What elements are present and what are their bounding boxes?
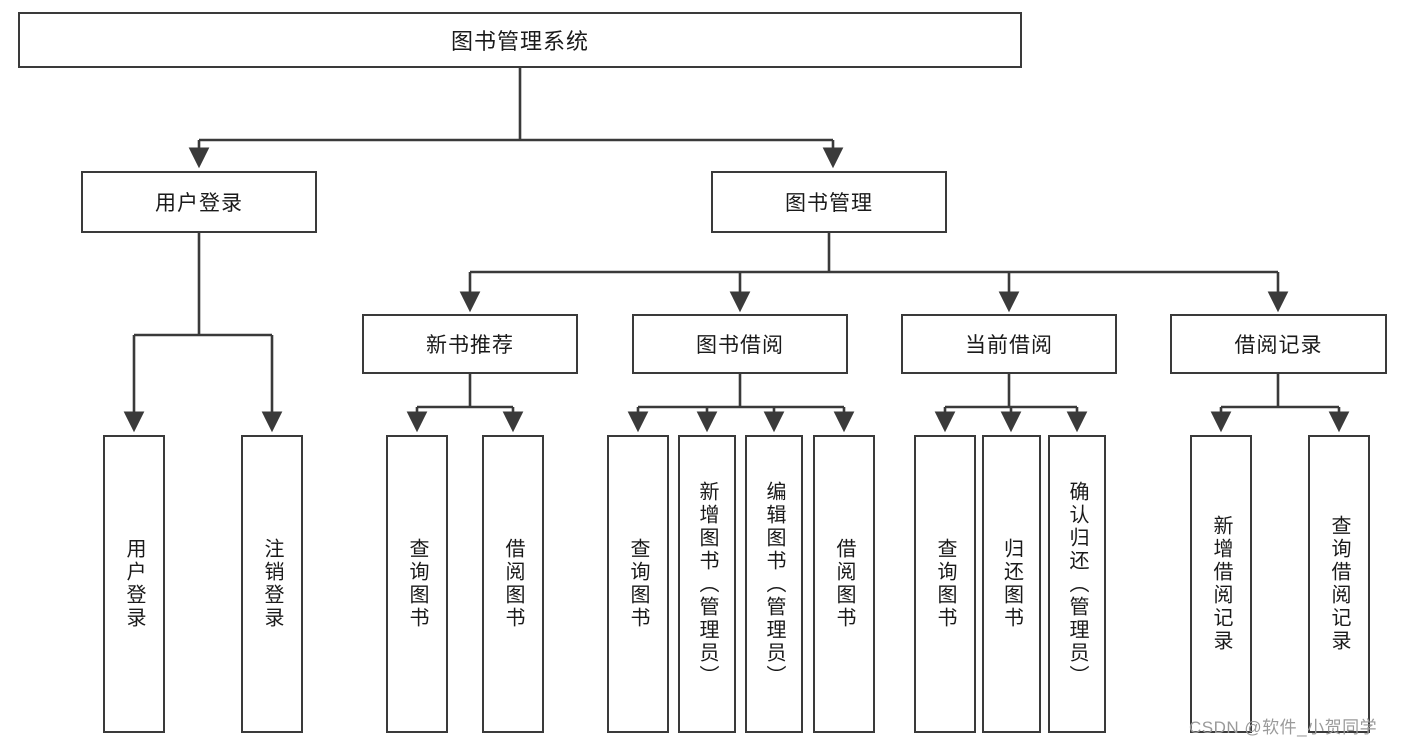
leaf-borrow-query-book[interactable]: 查询图书 bbox=[607, 435, 669, 733]
leaf-user-logout[interactable]: 注销登录 bbox=[241, 435, 303, 733]
leaf-newbook-query-book-label: 查询图书 bbox=[406, 538, 428, 630]
leaf-newbook-borrow-book-label: 借阅图书 bbox=[502, 538, 524, 630]
leaf-current-confirm-return-admin[interactable]: 确认归还（管理员） bbox=[1048, 435, 1106, 733]
leaf-borrow-borrow-book[interactable]: 借阅图书 bbox=[813, 435, 875, 733]
leaf-current-confirm-return-admin-label: 确认归还（管理员） bbox=[1066, 480, 1088, 688]
leaf-user-login[interactable]: 用户登录 bbox=[103, 435, 165, 733]
leaf-newbook-query-book[interactable]: 查询图书 bbox=[386, 435, 448, 733]
node-book-borrow-label: 图书借阅 bbox=[696, 334, 784, 357]
node-book-borrow[interactable]: 图书借阅 bbox=[632, 314, 848, 374]
node-root-label: 图书管理系统 bbox=[450, 29, 589, 54]
leaf-current-return-book-label: 归还图书 bbox=[1000, 538, 1023, 630]
leaf-current-return-book[interactable]: 归还图书 bbox=[982, 435, 1041, 733]
leaf-record-add-record-label: 新增借阅记录 bbox=[1210, 515, 1232, 653]
node-root[interactable]: 图书管理系统 bbox=[18, 12, 1022, 68]
leaf-borrow-edit-book-admin[interactable]: 编辑图书（管理员） bbox=[745, 435, 803, 733]
node-user-login[interactable]: 用户登录 bbox=[81, 171, 317, 233]
leaf-borrow-add-book-admin[interactable]: 新增图书（管理员） bbox=[678, 435, 736, 733]
node-book-management[interactable]: 图书管理 bbox=[711, 171, 947, 233]
node-borrow-record[interactable]: 借阅记录 bbox=[1170, 314, 1387, 374]
leaf-borrow-edit-book-admin-label: 编辑图书（管理员） bbox=[763, 480, 785, 688]
node-user-login-label: 用户登录 bbox=[155, 192, 243, 215]
leaf-record-query-record[interactable]: 查询借阅记录 bbox=[1308, 435, 1370, 733]
leaf-user-login-label: 用户登录 bbox=[123, 538, 145, 630]
node-new-book-recommend[interactable]: 新书推荐 bbox=[362, 314, 578, 374]
leaf-user-logout-label: 注销登录 bbox=[261, 538, 283, 630]
node-new-book-recommend-label: 新书推荐 bbox=[426, 334, 514, 357]
node-borrow-record-label: 借阅记录 bbox=[1234, 334, 1323, 357]
node-book-management-label: 图书管理 bbox=[785, 192, 873, 215]
csdn-watermark: CSDN @软件_小贺同学 bbox=[1189, 718, 1378, 737]
leaf-record-add-record[interactable]: 新增借阅记录 bbox=[1190, 435, 1252, 733]
leaf-borrow-add-book-admin-label: 新增图书（管理员） bbox=[696, 480, 718, 688]
leaf-current-query-book-label: 查询图书 bbox=[934, 538, 956, 630]
node-current-borrow[interactable]: 当前借阅 bbox=[901, 314, 1117, 374]
leaf-borrow-query-book-label: 查询图书 bbox=[627, 538, 649, 630]
leaf-newbook-borrow-book[interactable]: 借阅图书 bbox=[482, 435, 544, 733]
node-current-borrow-label: 当前借阅 bbox=[965, 334, 1053, 357]
leaf-borrow-borrow-book-label: 借阅图书 bbox=[833, 538, 855, 630]
leaf-current-query-book[interactable]: 查询图书 bbox=[914, 435, 976, 733]
leaf-record-query-record-label: 查询借阅记录 bbox=[1328, 515, 1350, 653]
